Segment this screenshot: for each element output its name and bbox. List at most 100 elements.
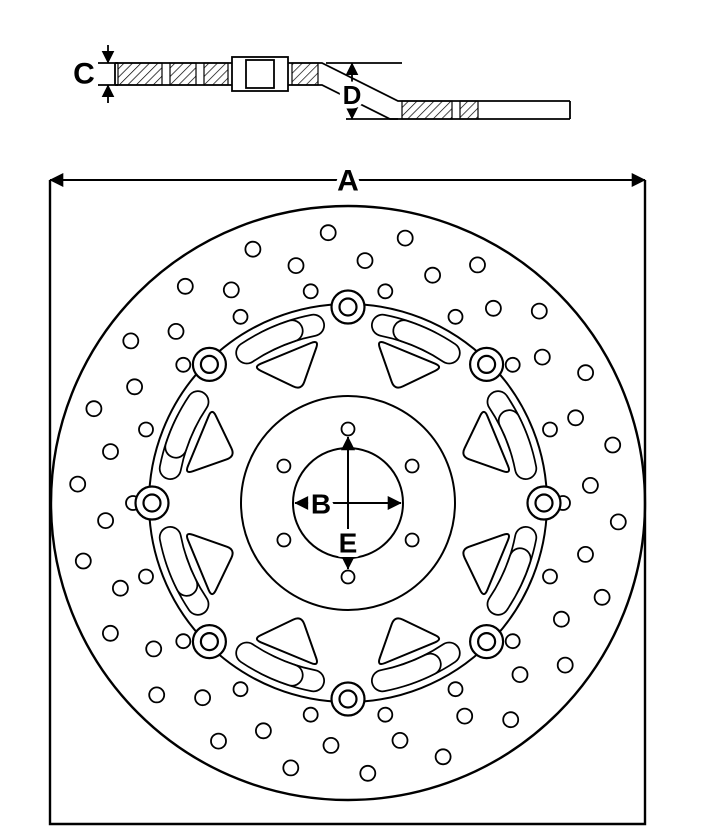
carrier-cutout: [255, 617, 318, 665]
drilled-hole: [553, 610, 570, 628]
front-view: A B E: [48, 160, 647, 826]
bobbin-rivet: [534, 493, 554, 513]
hub-outer-edge: [240, 395, 456, 611]
hub-bolt-hole: [404, 532, 420, 548]
drilled-hole: [102, 624, 119, 642]
carrier-slot: [499, 411, 536, 479]
hub-bolt-hole: [276, 458, 292, 474]
bobbin-rivet: [338, 689, 358, 709]
drilled-hole: [567, 409, 584, 427]
carrier-cutout: [378, 341, 441, 389]
drilled-hole: [148, 686, 166, 704]
drilled-hole: [322, 737, 340, 754]
drilled-hole: [359, 764, 377, 782]
carrier-cutout: [186, 410, 234, 473]
bobbin-rivet: [338, 297, 358, 317]
drilled-hole: [282, 759, 300, 777]
dimension-label-b: B: [311, 489, 331, 520]
drilled-hole: [287, 257, 305, 275]
drilled-hole: [542, 421, 558, 438]
drilled-hole: [533, 348, 551, 366]
drilled-hole: [194, 689, 212, 707]
drilled-hole: [176, 277, 194, 295]
cross-section-view: C D: [69, 45, 571, 120]
drilled-hole: [97, 512, 114, 529]
bobbin-rivet: [477, 354, 497, 374]
bobbin-rivet: [477, 631, 497, 652]
drilled-hole: [138, 568, 154, 585]
drilled-hole: [102, 443, 119, 461]
drilled-hole: [577, 364, 594, 382]
hatched-section: [203, 62, 229, 86]
drilled-hole: [609, 513, 627, 531]
drilled-hole: [593, 588, 611, 606]
drilled-hole: [122, 332, 140, 350]
hub-bolt-hole: [404, 458, 420, 474]
hub-bolt-hole: [276, 532, 292, 548]
disc-outer-edge: [49, 204, 647, 802]
drilled-hole: [469, 256, 486, 274]
bobbin-rivet: [142, 493, 162, 513]
drilled-hole: [447, 308, 464, 325]
carrier-cutouts: [158, 313, 538, 693]
drilled-hole: [74, 552, 92, 570]
hatched-section: [459, 100, 479, 120]
hub-bolt-hole: [340, 421, 356, 437]
drilled-hole: [254, 722, 272, 740]
drilled-hole: [447, 681, 464, 698]
hatched-section: [401, 100, 453, 120]
dimension-label-a: A: [337, 165, 359, 198]
hub-bolt-hole: [340, 569, 356, 585]
drilled-hole: [69, 475, 87, 493]
bobbin-rivet: [199, 354, 219, 374]
hatched-section: [117, 62, 163, 86]
drilled-hole: [604, 436, 622, 454]
dimension-label-d: D: [343, 80, 362, 110]
drilled-hole: [582, 476, 599, 494]
carrier-slot: [372, 654, 440, 691]
drilled-hole: [396, 229, 414, 247]
hatched-section: [169, 62, 197, 86]
drilled-hole: [244, 240, 262, 258]
bobbin-rivet: [199, 631, 219, 652]
drilled-hole: [434, 748, 452, 766]
drilled-hole: [424, 266, 442, 284]
drilled-hole: [511, 666, 529, 683]
carrier-cutout: [186, 533, 234, 596]
hub-bolt-holes: [276, 421, 420, 585]
carrier-slot: [166, 392, 208, 457]
carrier-slot: [160, 527, 197, 595]
drilled-hole: [577, 546, 594, 563]
drilled-hole: [232, 308, 249, 325]
carrier-cutout: [462, 533, 510, 596]
hatched-section: [291, 62, 319, 86]
carrier-cutout: [378, 617, 441, 665]
drilled-hole: [126, 378, 144, 396]
drilled-hole: [530, 302, 548, 320]
drilled-hole: [377, 283, 394, 300]
carrier-cutout: [462, 410, 510, 473]
drilled-hole: [504, 633, 521, 650]
drilled-hole: [85, 400, 103, 418]
drilled-hole: [556, 656, 574, 674]
drilled-hole: [222, 281, 240, 299]
drilled-hole: [391, 732, 409, 749]
carrier-slot: [237, 321, 302, 363]
drilled-hole: [175, 633, 192, 650]
carrier-cutout: [255, 341, 318, 389]
dimension-label-e: E: [339, 528, 358, 559]
drilled-hole: [542, 568, 558, 585]
drilled-hole: [302, 283, 319, 300]
floating-bobbins: [134, 289, 562, 717]
bobbin-section-rivet: [245, 59, 275, 89]
drilled-hole: [319, 224, 337, 242]
drilled-hole: [112, 579, 129, 597]
carrier-slot: [488, 549, 530, 614]
drilled-hole: [167, 322, 185, 340]
drilled-hole: [502, 711, 520, 729]
drilled-hole: [377, 706, 394, 723]
carrier-slot: [394, 321, 459, 363]
dimension-label-c: C: [73, 58, 95, 91]
